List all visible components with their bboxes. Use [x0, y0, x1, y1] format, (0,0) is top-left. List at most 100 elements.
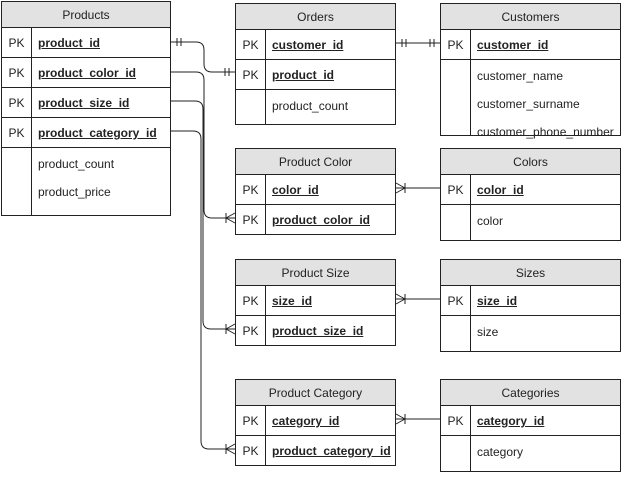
- categories-field-category: category: [477, 445, 524, 459]
- products-field-product-color-id: product_color_id: [38, 66, 137, 80]
- relation-products-product-category: [171, 130, 235, 450]
- product-category-field-product-category-id: product_category_id: [272, 444, 391, 458]
- many-marker-product-category-category: [395, 413, 406, 425]
- primary-key-marker: PK: [236, 60, 266, 89]
- sizes-row-size[interactable]: size: [441, 318, 620, 346]
- primary-key-marker: PK: [236, 30, 266, 59]
- primary-key-marker: PK: [441, 286, 471, 315]
- orders-row-product-count[interactable]: product_count: [236, 92, 395, 120]
- relation-products-product-color: [171, 71, 235, 219]
- categories-title: Categories: [441, 380, 620, 406]
- customers-field-customer-surname: customer_surname: [477, 97, 580, 111]
- customers-row-customer-id[interactable]: PK customer_id: [441, 30, 620, 60]
- product-size-title: Product Size: [236, 260, 395, 286]
- primary-key-marker: PK: [236, 436, 266, 465]
- sizes-row-size-id[interactable]: PK size_id: [441, 286, 620, 316]
- products-row-product-count[interactable]: product_count: [2, 150, 170, 178]
- primary-key-marker: PK: [2, 88, 32, 117]
- primary-key-marker: PK: [441, 30, 471, 59]
- products-field-product-id: product_id: [38, 36, 100, 50]
- product-category-title: Product Category: [236, 380, 395, 406]
- one-marker-customers: [429, 39, 435, 47]
- customers-row-customer-name[interactable]: customer_name: [441, 62, 620, 90]
- colors-row-color[interactable]: color: [441, 207, 620, 235]
- products-attributes: product_count product_price: [2, 148, 170, 215]
- one-marker-orders: [224, 68, 230, 76]
- products-field-product-count: product_count: [38, 157, 115, 171]
- orders-field-customer-id: customer_id: [272, 38, 344, 52]
- many-marker-product-color: [225, 212, 236, 224]
- primary-key-marker: PK: [441, 175, 471, 204]
- colors-attributes: color: [441, 205, 620, 240]
- sizes-attributes: size: [441, 316, 620, 351]
- customers-row-customer-surname[interactable]: customer_surname: [441, 90, 620, 118]
- product-category-row-product-category-id[interactable]: PK product_category_id: [236, 436, 395, 466]
- product-category-field-category-id: category_id: [272, 414, 340, 428]
- customers-row-customer-phone-number[interactable]: customer_phone_number: [441, 118, 620, 146]
- primary-key-marker: PK: [236, 205, 266, 234]
- primary-key-marker: PK: [2, 28, 32, 57]
- many-marker-product-size: [225, 323, 236, 335]
- product-category-row-category-id[interactable]: PK category_id: [236, 406, 395, 436]
- categories-row-category-id[interactable]: PK category_id: [441, 406, 620, 436]
- relation-products-product-size: [171, 100, 235, 330]
- primary-key-marker: PK: [441, 406, 471, 435]
- primary-key-marker: PK: [2, 58, 32, 87]
- colors-field-color-id: color_id: [477, 183, 524, 197]
- orders-field-product-count: product_count: [272, 99, 349, 113]
- customers-title: Customers: [441, 4, 620, 30]
- products-field-product-size-id: product_size_id: [38, 96, 130, 110]
- customers-field-customer-phone-number: customer_phone_number: [477, 125, 614, 139]
- product-color-row-color-id[interactable]: PK color_id: [236, 175, 395, 205]
- orders-attributes: product_count: [236, 90, 395, 124]
- colors-row-color-id[interactable]: PK color_id: [441, 175, 620, 205]
- orders-field-product-id: product_id: [272, 68, 334, 82]
- sizes-field-size: size: [477, 325, 499, 339]
- primary-key-marker: PK: [236, 316, 266, 345]
- product-color-title: Product Color: [236, 149, 395, 175]
- product-color-field-color-id: color_id: [272, 183, 319, 197]
- relation-products-orders: [171, 41, 235, 73]
- sizes-field-size-id: size_id: [477, 294, 518, 308]
- products-row-product-id[interactable]: PK product_id: [2, 28, 170, 58]
- customers-attributes: customer_name customer_surname customer_ph…: [441, 60, 620, 139]
- orders-row-product-id[interactable]: PK product_id: [236, 60, 395, 90]
- products-row-product-price[interactable]: product_price: [2, 178, 170, 206]
- products-row-product-size-id[interactable]: PK product_size_id: [2, 88, 170, 118]
- many-marker-product-size-size: [395, 293, 406, 305]
- products-title: Products: [2, 2, 170, 28]
- product-color-field-product-color-id: product_color_id: [272, 213, 371, 227]
- primary-key-marker: PK: [236, 175, 266, 204]
- one-marker-products: [176, 38, 182, 46]
- primary-key-marker: PK: [236, 406, 266, 435]
- product-size-field-size-id: size_id: [272, 294, 313, 308]
- colors-title: Colors: [441, 149, 620, 175]
- orders-title: Orders: [236, 4, 395, 30]
- products-field-product-price: product_price: [38, 185, 111, 199]
- many-marker-product-category: [225, 443, 236, 455]
- primary-key-marker: PK: [236, 286, 266, 315]
- products-field-product-category-id: product_category_id: [38, 126, 157, 140]
- one-marker-orders-customer: [401, 39, 407, 47]
- customers-field-customer-id: customer_id: [477, 38, 549, 52]
- products-row-product-color-id[interactable]: PK product_color_id: [2, 58, 170, 88]
- product-size-row-product-size-id[interactable]: PK product_size_id: [236, 316, 395, 346]
- product-size-row-size-id[interactable]: PK size_id: [236, 286, 395, 316]
- categories-field-category-id: category_id: [477, 414, 545, 428]
- orders-row-customer-id[interactable]: PK customer_id: [236, 30, 395, 60]
- sizes-title: Sizes: [441, 260, 620, 286]
- categories-row-category[interactable]: category: [441, 438, 620, 466]
- product-size-field-product-size-id: product_size_id: [272, 324, 364, 338]
- product-color-row-product-color-id[interactable]: PK product_color_id: [236, 205, 395, 235]
